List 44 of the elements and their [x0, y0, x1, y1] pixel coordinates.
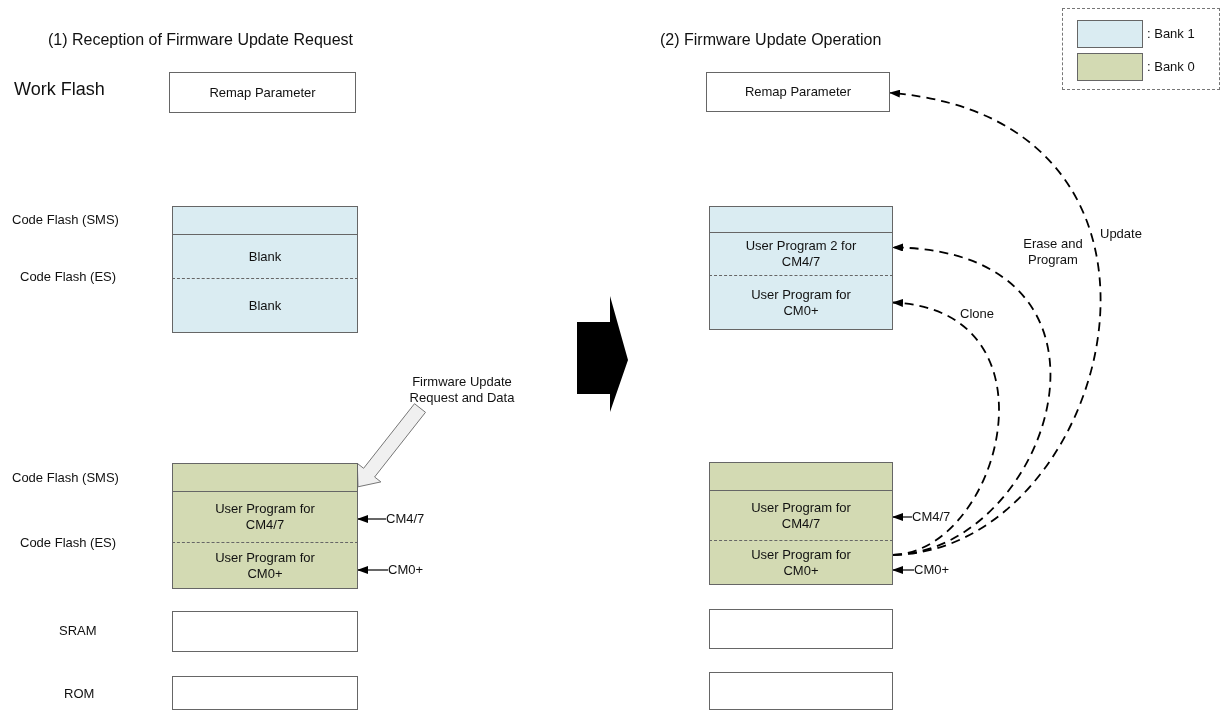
dashed-arrow — [889, 90, 1101, 556]
arrow — [892, 566, 915, 574]
memory-region-box — [709, 672, 893, 710]
section-title: (2) Firmware Update Operation — [660, 31, 882, 49]
annotation-text: CM0+ — [388, 561, 430, 579]
memory-block: User Program for CM0+ — [172, 542, 358, 589]
memory-area-label: Code Flash (SMS) — [12, 470, 119, 485]
memory-block: Remap Parameter — [706, 72, 890, 112]
block-arrow — [356, 403, 426, 488]
memory-block: User Program 2 for CM4/7 — [709, 232, 893, 276]
arrow — [892, 513, 913, 521]
memory-area-label: Code Flash (SMS) — [12, 212, 119, 227]
memory-block: User Program for CM4/7 — [172, 491, 358, 543]
memory-region-box — [709, 609, 893, 649]
memory-region-box — [172, 676, 358, 710]
memory-area-label: Work Flash — [14, 79, 105, 100]
memory-region-box — [709, 206, 893, 233]
memory-region-box — [172, 611, 358, 652]
legend-label: : Bank 1 — [1147, 26, 1195, 41]
section-title: (1) Reception of Firmware Update Request — [48, 31, 354, 49]
annotation-text: CM4/7 — [386, 510, 430, 528]
memory-area-label: ROM — [64, 686, 95, 701]
memory-block: User Program for CM4/7 — [709, 490, 893, 541]
memory-block: Blank — [172, 234, 358, 279]
dashed-arrow — [892, 244, 1051, 556]
annotation-text: Firmware Update Request and Data — [392, 372, 532, 408]
annotation-text: CM4/7 — [912, 508, 958, 526]
memory-block: User Program for CM0+ — [709, 540, 893, 585]
memory-block: Blank — [172, 278, 358, 333]
memory-block: Remap Parameter — [169, 72, 356, 113]
arrow — [357, 515, 387, 523]
memory-region-box — [709, 462, 893, 491]
memory-region-box — [172, 463, 358, 492]
arrow — [357, 566, 389, 574]
annotation-text: CM0+ — [914, 561, 958, 579]
memory-area-label: Code Flash (ES) — [20, 535, 117, 550]
legend-label: : Bank 0 — [1147, 59, 1195, 74]
memory-area-label: SRAM — [59, 623, 97, 638]
edge-label: Update — [1100, 226, 1142, 242]
edge-label: Erase and Program — [1022, 236, 1084, 268]
memory-block: User Program for CM0+ — [709, 275, 893, 330]
memory-area-label: Code Flash (ES) — [20, 269, 117, 284]
memory-region-box — [172, 206, 358, 235]
dashed-arrow — [892, 300, 1000, 556]
